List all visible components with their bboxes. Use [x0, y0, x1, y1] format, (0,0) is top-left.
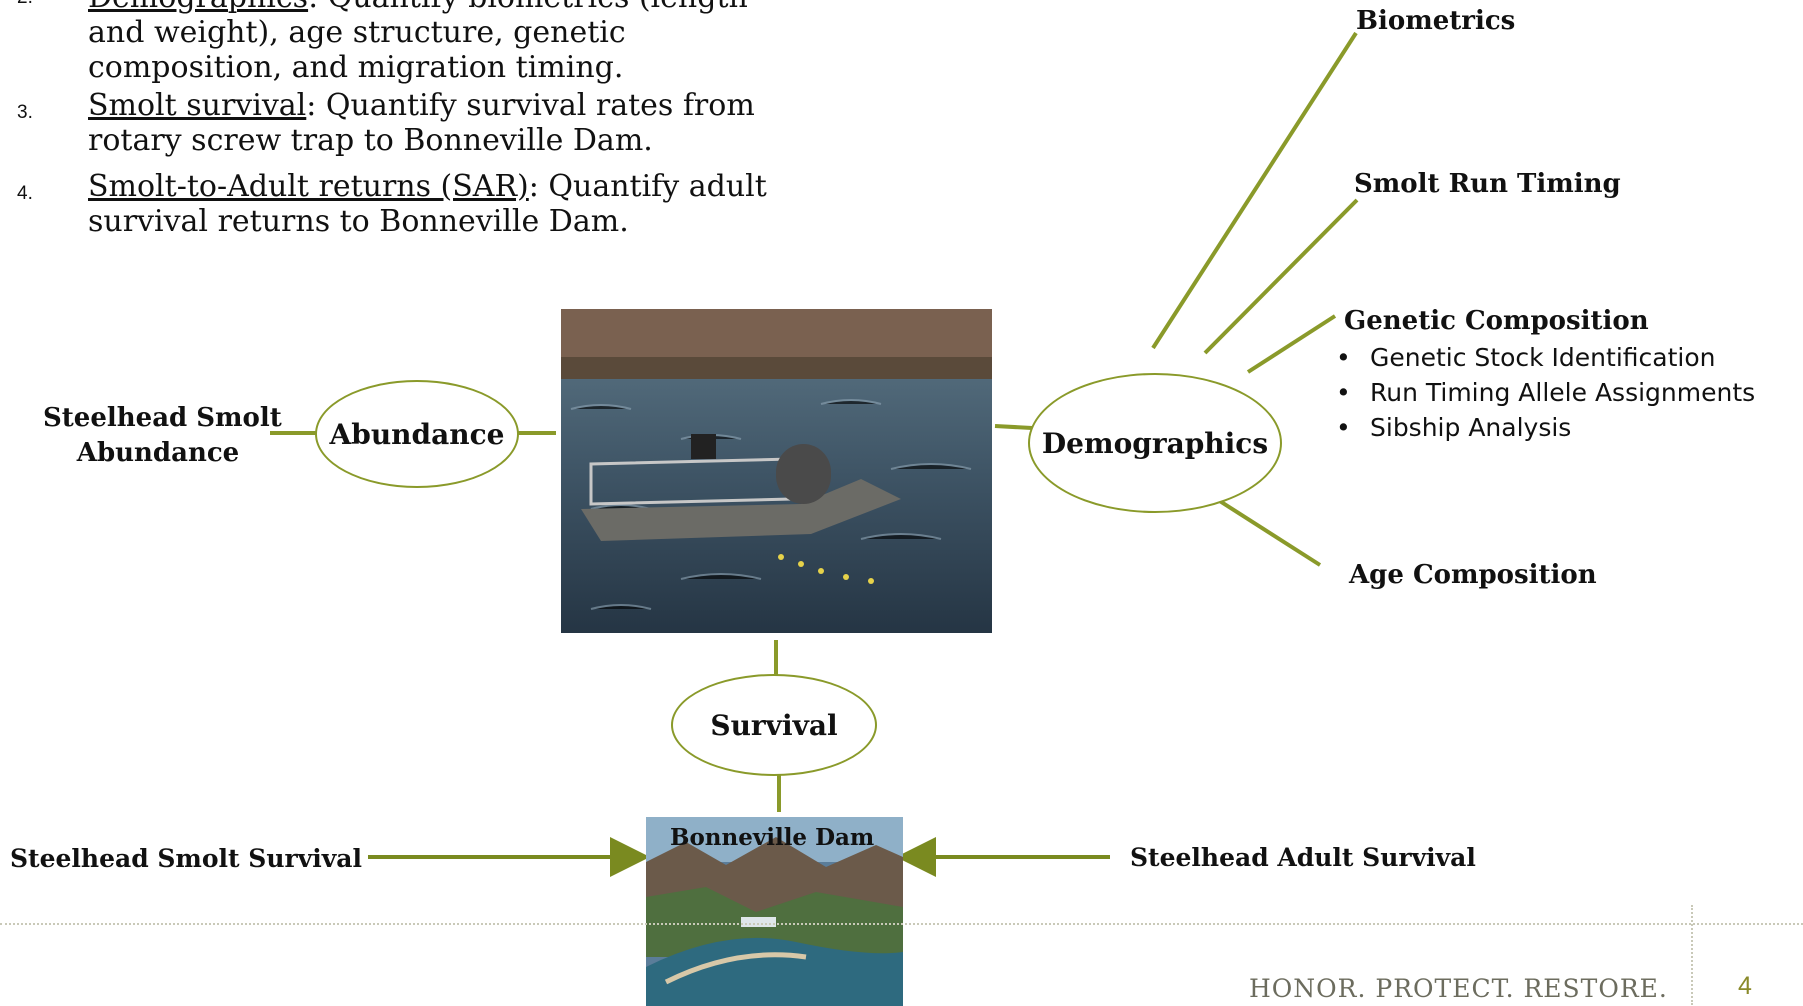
page-number: 4 [1738, 972, 1752, 1000]
rotary-screw-trap-photo [561, 309, 992, 633]
genetic-composition-label: Genetic Composition [1344, 306, 1649, 336]
list-item: Run Timing Allele Assignments [1336, 375, 1755, 410]
footer-separator [1691, 905, 1693, 1005]
footer-tagline: HONOR. PROTECT. RESTORE. [1249, 974, 1668, 1003]
abundance-node: Abundance [315, 380, 519, 488]
objective-number: 4. [17, 183, 33, 204]
adult-survival-label: Steelhead Adult Survival [1130, 843, 1476, 872]
age-composition-label: Age Composition [1349, 560, 1597, 590]
footer-divider [0, 923, 1803, 925]
objective-number: 2. [17, 0, 33, 15]
list-item: Genetic Stock Identification [1336, 340, 1755, 375]
objective-title: Demographics [88, 0, 308, 15]
smolt-survival-label: Steelhead Smolt Survival [10, 844, 362, 873]
abundance-target-label: Steelhead Smolt Abundance [43, 403, 282, 468]
objective-text: : Quantify adult survival returns to Bon… [88, 169, 767, 239]
objective-title: Smolt-to-Adult returns (SAR) [88, 169, 529, 204]
biometrics-label: Biometrics [1356, 6, 1516, 36]
list-item: Sibship Analysis [1336, 410, 1755, 445]
bonneville-dam-label: Bonneville Dam [670, 824, 875, 851]
smolt-run-timing-label: Smolt Run Timing [1354, 169, 1621, 199]
genetic-items-list: Genetic Stock Identification Run Timing … [1336, 340, 1755, 445]
bonneville-dam-photo [646, 817, 903, 1006]
objective-title: Smolt survival [88, 88, 307, 123]
objective-text: : Quantify biometrics (length and weight… [88, 0, 748, 85]
objective-number: 3. [17, 102, 33, 123]
demographics-node: Demographics [1028, 373, 1282, 513]
objective-text: : Quantify survival rates from rotary sc… [88, 88, 755, 158]
survival-node: Survival [671, 674, 877, 776]
